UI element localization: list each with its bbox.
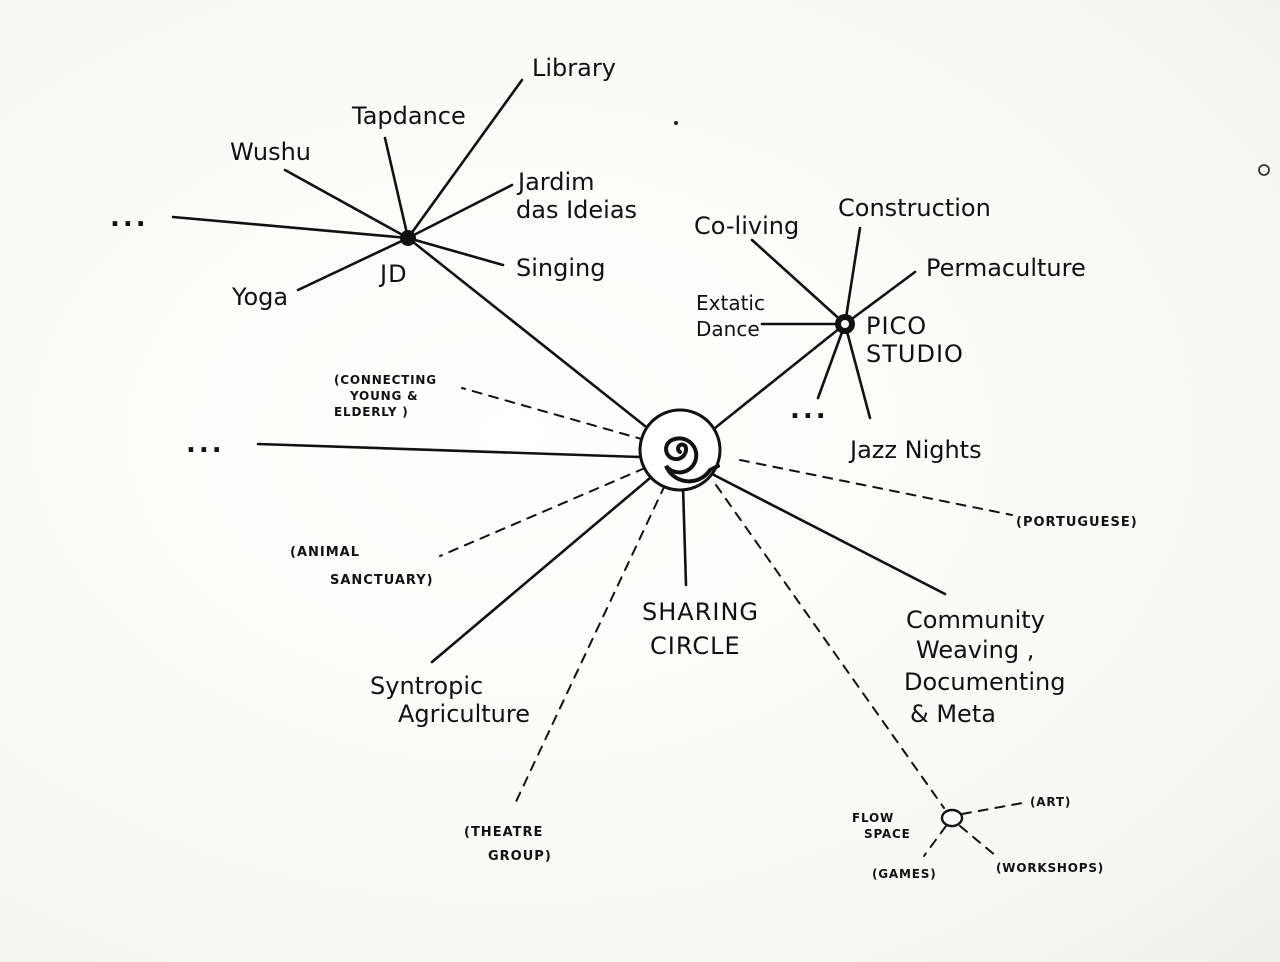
jd-more-ellipsis: ... (110, 203, 149, 233)
coliving-label: Co-living (694, 212, 799, 240)
edge-center-connecting (461, 387, 646, 441)
edge-flow-games (923, 825, 947, 857)
connecting-label-line1: (CONNECTING (334, 373, 437, 387)
sharing-circle-label-line1: SHARING (642, 598, 759, 626)
community-label-line3: Documenting (904, 668, 1065, 696)
tapdance-label: Tapdance (351, 102, 466, 130)
community-label-line1: Community (906, 606, 1045, 634)
edge-flow-workshops (959, 825, 997, 857)
syntropic-label-line2: Agriculture (398, 700, 530, 728)
extatic-label-line1: Extatic (696, 291, 765, 315)
edge-jd-left-more (171, 215, 410, 240)
art-label: (ART) (1030, 795, 1071, 809)
connecting-label-line3: ELDERLY ) (334, 405, 409, 419)
connecting-label-line2: YOUNG & (349, 389, 418, 403)
theatre-label-line2: GROUP) (488, 849, 552, 864)
edge-pico-construction (843, 226, 862, 326)
flow-space-node (940, 808, 964, 828)
edge-center-flow-space (715, 484, 945, 809)
center-left-more-ellipsis: ... (186, 429, 225, 459)
flow-space-label-line2: SPACE (864, 827, 911, 841)
sharing-circle-spiral-icon (638, 408, 722, 492)
wushu-label: Wushu (230, 138, 311, 166)
edge-center-community (712, 473, 947, 596)
syntropic-label-line1: Syntropic (370, 672, 483, 700)
extatic-label-line2: Dance (696, 317, 760, 341)
edge-pico-more (816, 322, 847, 400)
library-label: Library (532, 54, 616, 82)
edge-mark (1258, 164, 1270, 176)
jazz-nights-label: Jazz Nights (848, 436, 982, 464)
edge-center-pico (708, 322, 847, 434)
edge-center-sharing-label (681, 484, 688, 587)
jd-hub-dot (400, 230, 416, 246)
jardim-label-line2: das Ideias (516, 196, 637, 224)
singing-label: Singing (516, 254, 605, 282)
edge-jd-library (406, 78, 524, 240)
edge-pico-coliving (750, 238, 847, 326)
edge-jd-jardim (406, 183, 514, 240)
pico-label-line1: PICO (866, 312, 927, 340)
edge-pico-permaculture (843, 270, 917, 326)
pico-label-line2: STUDIO (866, 340, 964, 368)
community-label-line4: & Meta (910, 700, 996, 728)
edge-jd-singing (406, 236, 505, 267)
permaculture-label: Permaculture (926, 254, 1086, 282)
theatre-label-line1: (THEATRE (464, 825, 543, 840)
edge-center-theatre (512, 484, 666, 809)
edge-jd-tapdance (383, 136, 410, 240)
edge-jd-yoga (296, 236, 410, 292)
animal-label-line1: (ANIMAL (290, 545, 360, 560)
pico-hub-inner (841, 320, 849, 328)
edge-center-left-more (256, 442, 642, 459)
yoga-label: Yoga (231, 283, 288, 311)
edge-center-portuguese (739, 459, 1013, 516)
edge-center-animal (439, 467, 646, 557)
pen-dot (674, 121, 678, 125)
animal-label-line2: SANCTUARY) (330, 573, 434, 588)
games-label: (GAMES) (872, 867, 937, 881)
portuguese-label: (PORTUGUESE) (1016, 515, 1138, 530)
edge-pico-jazz (843, 322, 872, 420)
edge-jd-wushu (283, 168, 410, 240)
workshops-label: (WORKSHOPS) (996, 861, 1104, 875)
edge-flow-art (961, 801, 1029, 815)
flow-space-label-line1: FLOW (852, 811, 894, 825)
sharing-circle-label-line2: CIRCLE (650, 632, 741, 660)
jd-label: JD (378, 260, 408, 288)
community-label-line2: Weaving , (916, 636, 1034, 664)
construction-label: Construction (838, 194, 991, 222)
edge-center-jd (406, 236, 652, 432)
pico-more-ellipsis: ... (790, 395, 829, 425)
edge-center-syntropic (430, 476, 652, 664)
jardim-label-line1: Jardim (516, 168, 595, 196)
